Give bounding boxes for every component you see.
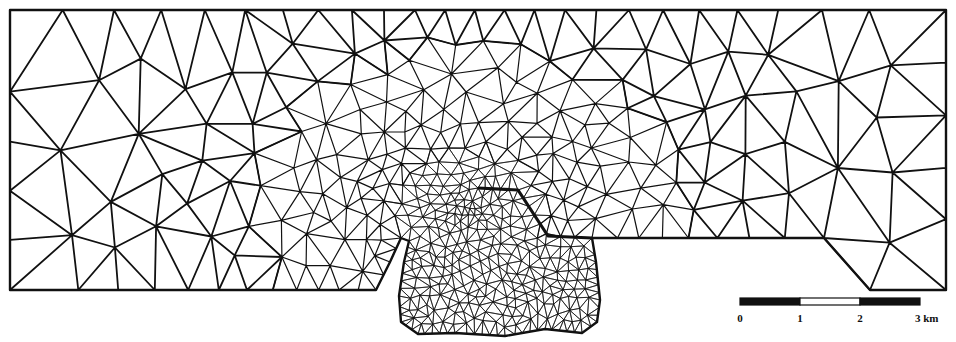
mesh-elements (10, 10, 946, 290)
mesh-triangles (10, 10, 946, 336)
scale-bar (740, 298, 920, 305)
scale-label: 2 (857, 313, 863, 324)
scale-label: 3 km (915, 313, 939, 324)
mesh-elements (384, 142, 600, 336)
domain-boundary (10, 10, 946, 336)
domain-outline (10, 10, 946, 336)
scale-label: 0 (737, 313, 743, 324)
scale-label: 1 (797, 313, 803, 324)
fault-line (478, 188, 592, 238)
mesh-elements (249, 37, 694, 290)
scale-segment (740, 298, 800, 305)
scale-segment (800, 298, 860, 305)
scale-segment (860, 298, 920, 305)
